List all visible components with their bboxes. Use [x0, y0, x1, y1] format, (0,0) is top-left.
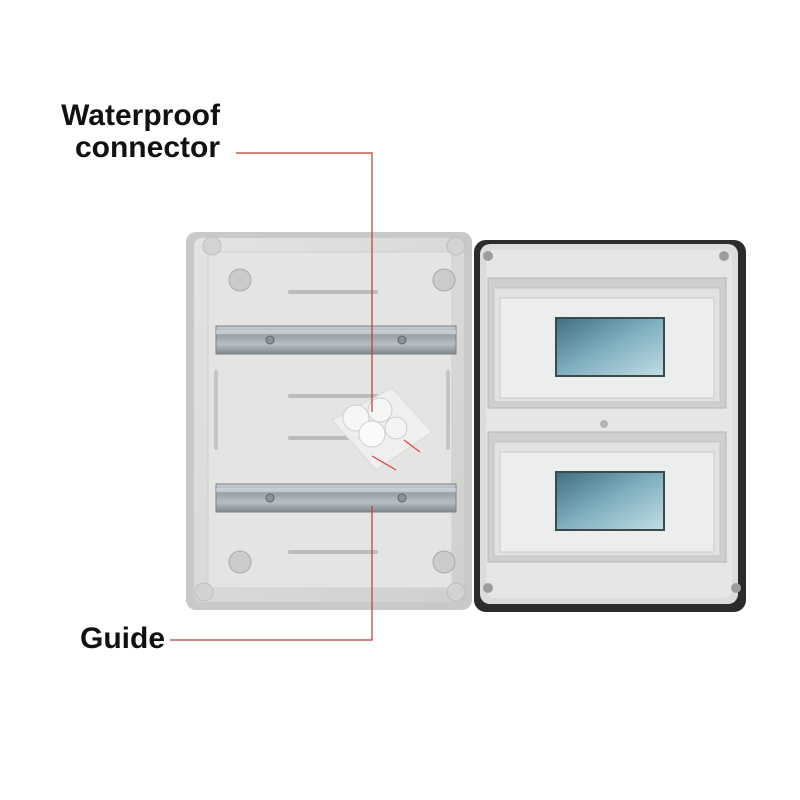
din-rail-top	[215, 325, 457, 355]
waterproof-label-line1: Waterproof	[61, 99, 220, 132]
waterproof-label-line2: connector	[74, 130, 220, 164]
leader-line-guide	[170, 506, 373, 641]
enclosure-base	[186, 232, 472, 610]
module-cover-top	[487, 277, 727, 409]
din-rail-bottom	[215, 483, 457, 513]
leader-line-waterproof	[236, 152, 373, 412]
module-cover-bottom	[487, 431, 727, 563]
waterproof-connector-label: Waterproof connector	[60, 100, 220, 163]
waterproof-connector-bag	[331, 387, 433, 471]
guide-label: Guide	[80, 622, 166, 655]
